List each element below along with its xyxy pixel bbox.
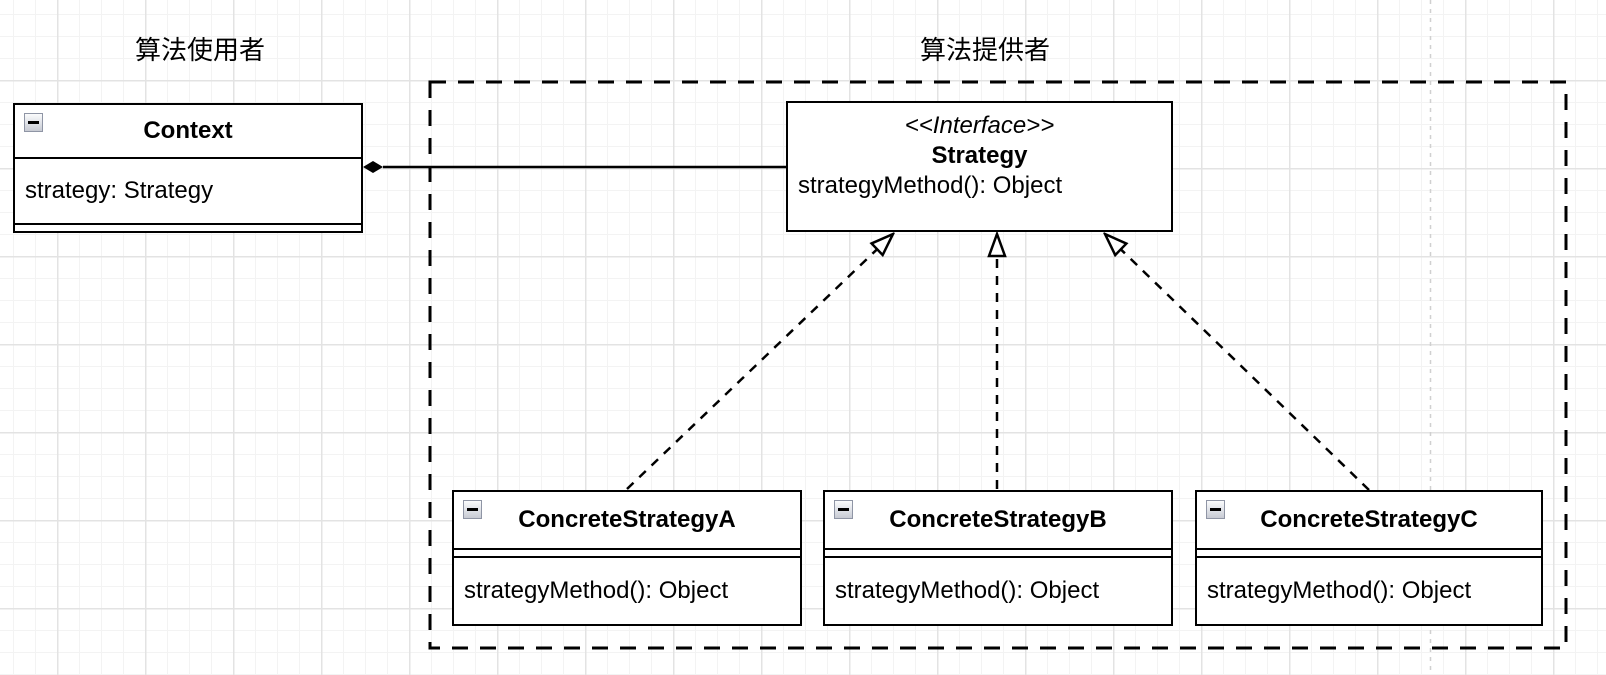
interface-stereotype: <<Interface>> [904,112,1055,139]
realization-edge-a-strategy[interactable] [626,234,893,490]
method-text: strategyMethod(): Object [1207,577,1472,604]
class-title: Context [143,116,233,144]
empty-attributes-section [825,550,1171,558]
collapse-minus-icon[interactable] [834,500,853,519]
method-text: strategyMethod(): Object [798,172,1063,199]
class-box-concrete-strategy-c[interactable]: ConcreteStrategyC strategyMethod(): Obje… [1195,490,1543,626]
composition-edge-context-strategy[interactable] [363,161,786,173]
class-header: ConcreteStrategyA [454,492,800,550]
class-title: Strategy [931,142,1028,169]
attribute-text: strategy: Strategy [25,176,214,204]
group-label-consumer: 算法使用者 [134,35,266,65]
realization-edge-c-strategy[interactable] [1105,234,1370,491]
class-box-concrete-strategy-b[interactable]: ConcreteStrategyB strategyMethod(): Obje… [823,490,1173,626]
minus-glyph [1210,508,1221,511]
class-header: ConcreteStrategyC [1197,492,1541,550]
method-text: strategyMethod(): Object [464,577,729,604]
empty-methods-section [15,223,361,231]
class-title: ConcreteStrategyB [889,506,1107,533]
collapse-minus-icon[interactable] [1206,500,1225,519]
empty-attributes-section [1197,550,1541,558]
empty-attributes-section [454,550,800,558]
class-title: ConcreteStrategyA [518,506,736,533]
collapse-minus-icon[interactable] [463,500,482,519]
minus-glyph [467,508,478,511]
class-attributes-section: strategy: Strategy [15,159,361,224]
class-methods-section: strategyMethod(): Object [1197,558,1541,624]
class-header-context: Context [15,105,361,159]
provider-group-container[interactable] [428,80,1568,650]
class-title: ConcreteStrategyC [1260,506,1478,533]
class-box-concrete-strategy-a[interactable]: ConcreteStrategyA strategyMethod(): Obje… [452,490,802,626]
composition-diamond [363,161,383,173]
minus-glyph [838,508,849,511]
method-text: strategyMethod(): Object [835,577,1100,604]
class-box-strategy[interactable]: <<Interface>> Strategy strategyMethod():… [786,101,1173,232]
class-box-context[interactable]: Context strategy: Strategy [13,103,363,233]
collapse-minus-icon[interactable] [24,113,43,132]
minus-glyph [28,121,39,124]
class-methods-section: strategyMethod(): Object [454,558,800,624]
class-header: ConcreteStrategyB [825,492,1171,550]
class-methods-section: strategyMethod(): Object [825,558,1171,624]
group-label-provider: 算法提供者 [919,35,1051,65]
